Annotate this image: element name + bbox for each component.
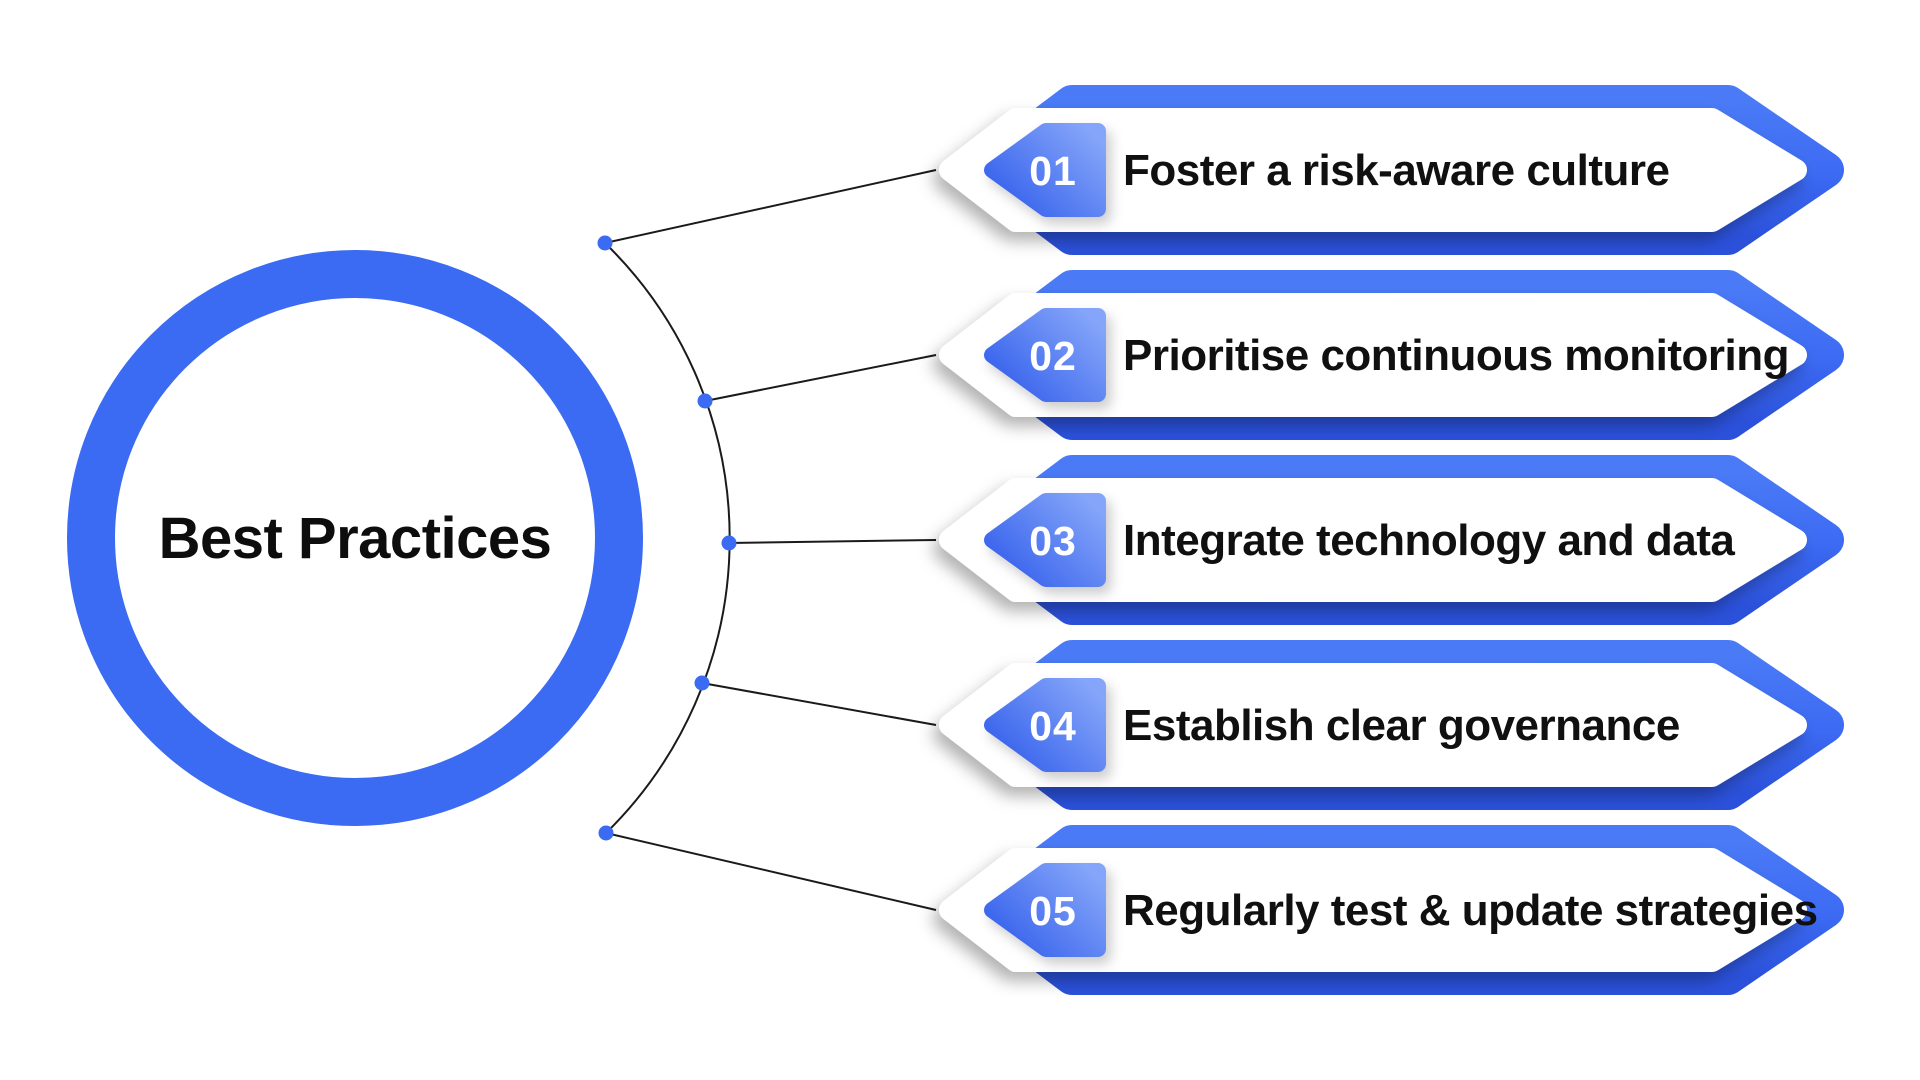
step-label: Prioritise continuous monitoring (1123, 331, 1789, 380)
connector-web (597, 169, 937, 911)
connector-line-3 (728, 539, 937, 544)
connector-dot-4 (694, 675, 710, 691)
connector-dot-5 (598, 825, 614, 841)
step-number-badge (984, 493, 1106, 587)
connector-line-5 (605, 832, 937, 911)
step-row-2: 02 Prioritise continuous monitoring (939, 270, 1844, 440)
step-number: 02 (1029, 333, 1077, 379)
step-number-badge (984, 678, 1106, 772)
connector-line-1 (604, 169, 937, 244)
connector-dot-2 (697, 393, 713, 409)
connector-dot-3 (721, 535, 737, 551)
step-row-3: 03 Integrate technology and data (939, 455, 1844, 625)
banner-card (939, 108, 1807, 232)
step-label: Regularly test & update strategies (1123, 886, 1818, 935)
step-number: 03 (1029, 518, 1077, 564)
step-number: 01 (1029, 148, 1077, 194)
banner-card (939, 848, 1807, 972)
step-label: Establish clear governance (1123, 701, 1680, 750)
banner-card (939, 663, 1807, 787)
step-row-4: 04 Establish clear governance (939, 640, 1844, 810)
step-row-1: 01 Foster a risk-aware culture (939, 85, 1844, 255)
step-number: 05 (1029, 888, 1077, 934)
step-label: Integrate technology and data (1123, 516, 1735, 565)
banner-card (939, 293, 1807, 417)
connector-line-4 (701, 682, 937, 726)
step-number-badge (984, 308, 1106, 402)
step-label: Foster a risk-aware culture (1123, 146, 1670, 195)
step-number-badge (984, 863, 1106, 957)
step-row-5: 05 Regularly test & update strategies (939, 825, 1844, 995)
step-number: 04 (1029, 703, 1077, 749)
best-practices-ring (67, 250, 643, 826)
connector-line-2 (704, 354, 937, 402)
connector-dot-1 (597, 235, 613, 251)
center-title: Best Practices (159, 506, 552, 571)
banner-card (939, 478, 1807, 602)
step-number-badge (984, 123, 1106, 217)
